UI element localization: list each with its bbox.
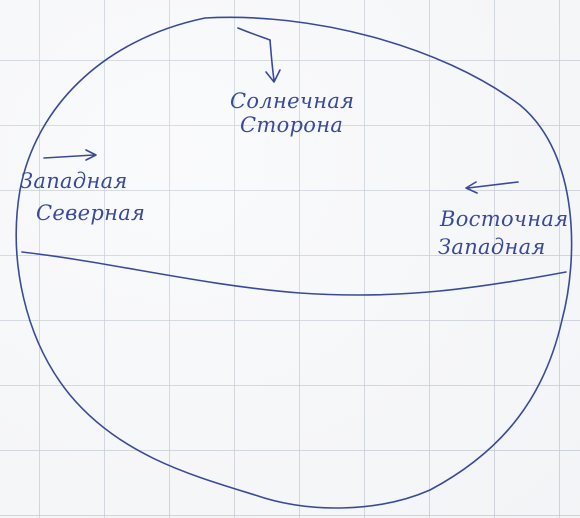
top-label-line-1: Солнечная [230, 89, 354, 113]
top-arrow-shaft [238, 28, 270, 40]
left-label-line-2: Северная [36, 201, 145, 225]
right-arrow [466, 182, 518, 193]
left-label-line-1: Западная [20, 169, 128, 193]
top-arrow-head [266, 40, 280, 82]
right-label-line-1: Восточная [439, 207, 568, 231]
right-label-line-2: Западная [438, 235, 546, 259]
top-label-line-2: Сторона [240, 113, 343, 137]
left-arrow [44, 150, 96, 160]
